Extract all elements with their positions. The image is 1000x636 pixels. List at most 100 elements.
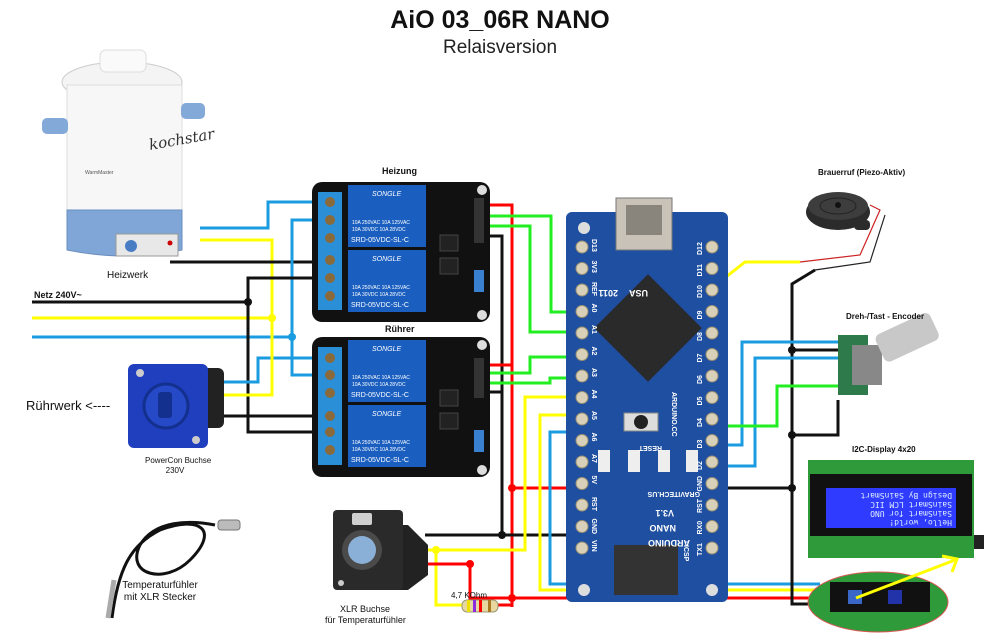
nano-brand-us: GRAVITECH.US: [647, 490, 700, 497]
nano-pin-right: [705, 412, 719, 426]
kettle-image: kochstar WarmMaster: [42, 49, 217, 257]
wire-buzzer-gnd-black: [790, 268, 816, 482]
wire-buzzer-red-lead: [799, 204, 881, 263]
wire-heat-relay-blue: [290, 218, 318, 337]
nano-pin-label-left: A2: [590, 347, 597, 356]
wire-enc-sw-green: [712, 384, 838, 428]
label-resistor: 4,7 KOhm: [451, 591, 488, 600]
wire-powercon-blue: [222, 356, 318, 384]
relay-spec: 10A 30VDC 10A 28VDC: [352, 292, 406, 298]
kettle-model-text: WarmMaster: [85, 170, 114, 176]
nano-pin-label-right: D10: [697, 285, 704, 298]
junction-dot: [268, 314, 276, 322]
label-encoder: Dreh-/Tast - Encoder: [846, 312, 925, 321]
nano-pin-label-right: GND: [697, 476, 704, 492]
nano-pin-label-left: A7: [590, 454, 597, 463]
nano-pin-left: [575, 498, 589, 512]
nano-brand-cc: ARDUINO.CC: [670, 392, 677, 437]
label-temp-probe: Temperaturfühler mit XLR Stecker: [120, 580, 200, 604]
nano-pin-left: [575, 283, 589, 297]
label-lcd: I2C-Display 4x20: [852, 445, 916, 454]
relay-brand: SONGLE: [372, 256, 402, 263]
nano-pin-label-right: D11: [697, 264, 704, 277]
label-relay-heating: Heizung: [382, 166, 417, 176]
nano-pin-label-right: D7: [697, 353, 704, 362]
nano-pin-label-left: A5: [590, 411, 597, 420]
relay-brand: SONGLE: [372, 191, 402, 198]
nano-pin-left: [575, 305, 589, 318]
piezo-buzzer: [806, 192, 870, 230]
relay-model: SRD-05VDC-SL-C: [351, 392, 409, 399]
nano-pin-label-left: A0: [590, 304, 597, 313]
wire-stir-relay-black: [246, 302, 318, 434]
nano-pin-label-left: RST: [590, 497, 597, 512]
nano-pin-label-right: D8: [697, 332, 704, 341]
xlr-socket: [333, 510, 428, 590]
nano-pin-right: [705, 240, 719, 254]
nano-pin-label-right: D2: [697, 461, 704, 470]
relay-spec: 10A 250VAC 10A 125VAC: [352, 220, 410, 226]
nano-pin-left: [575, 369, 589, 383]
nano-pin-label-left: A3: [590, 368, 597, 377]
relay-module-stirrer: SONGLE 10A 250VAC 10A 125VAC 10A 30VDC 1…: [312, 337, 490, 477]
label-temp-probe-line2: mit XLR Stecker: [123, 592, 197, 603]
relay-model: SRD-05VDC-SL-C: [351, 302, 409, 309]
lcd-line-1: Design By SainSmart: [860, 491, 952, 500]
label-xlr-line2: für Temperaturfühler: [325, 615, 406, 625]
label-temp-probe-line1: Temperaturfühler: [122, 580, 198, 591]
wire-stir-relay-blue: [290, 337, 318, 377]
nano-model1: ARDUINO: [648, 538, 690, 548]
lcd-arrow: [855, 558, 956, 600]
junction-dot: [788, 346, 796, 354]
nano-pin-label-left: 3V3: [590, 261, 597, 274]
nano-pin-left: [575, 477, 589, 490]
nano-pin-left: [575, 455, 589, 469]
wire-stir-in1-green: [483, 355, 582, 375]
nano-pin-left: [575, 348, 589, 361]
nano-pin-right: [705, 305, 719, 318]
nano-pin-label-left: D13: [590, 239, 597, 252]
nano-pin-right: [705, 283, 719, 297]
relay-spec: 10A 30VDC 10A 28VDC: [352, 447, 406, 453]
nano-year-text: 2011: [598, 288, 618, 298]
nano-pin-label-right: D6: [697, 375, 704, 384]
relay-model: SRD-05VDC-SL-C: [351, 457, 409, 464]
label-stirrer: Rührwerk <----: [26, 398, 111, 413]
nano-pin-right: [705, 262, 719, 275]
lcd-display-i2c: Design By SainSmart SainSmart LCM IIC Sa…: [807, 460, 984, 633]
nano-pin-left: [575, 434, 589, 447]
nano-pin-left: [575, 240, 589, 254]
nano-pin-left: [575, 520, 589, 533]
nano-pin-right: [705, 455, 719, 469]
nano-pin-right: [705, 520, 719, 533]
nano-pin-left: [575, 541, 589, 555]
nano-pin-left: [575, 326, 589, 340]
nano-pin-right: [705, 498, 719, 512]
relay-model: SRD-05VDC-SL-C: [351, 237, 409, 244]
page-title: AiO 03_06R NANO: [390, 6, 610, 34]
nano-usa-text: USA: [628, 288, 648, 298]
junction-dot: [432, 546, 440, 554]
nano-pin-label-right: D5: [697, 396, 704, 405]
nano-pin-label-right: D12: [697, 242, 704, 255]
lcd-line-4: Hello, world!: [889, 518, 952, 527]
temperature-probe: [105, 519, 241, 619]
nano-pin-right: [705, 434, 719, 447]
relay-spec: 10A 250VAC 10A 125VAC: [352, 285, 410, 291]
relay-brand: SONGLE: [372, 346, 402, 353]
nano-pin-label-right: RX0: [697, 521, 704, 535]
label-relay-stirrer: Rührer: [385, 324, 415, 334]
label-powercon-line1: PowerCon Buchse: [145, 456, 212, 465]
lcd-line-3: SainSmart for UNO: [870, 509, 952, 518]
resistor-4k7: [461, 599, 499, 613]
relay-spec: 10A 250VAC 10A 125VAC: [352, 440, 410, 446]
junction-dot: [788, 484, 796, 492]
relay-module-heating: SONGLE 10A 250VAC 10A 125VAC 10A 30VDC 1…: [312, 182, 490, 322]
wire-kettle-yellow: [200, 238, 274, 318]
nano-pin-label-left: A6: [590, 433, 597, 442]
junction-dot: [466, 560, 474, 568]
nano-pin-label-left: A4: [590, 390, 597, 399]
nano-pin-label-right: TX1: [697, 543, 704, 556]
relay-spec: 10A 30VDC 10A 28VDC: [352, 227, 406, 233]
